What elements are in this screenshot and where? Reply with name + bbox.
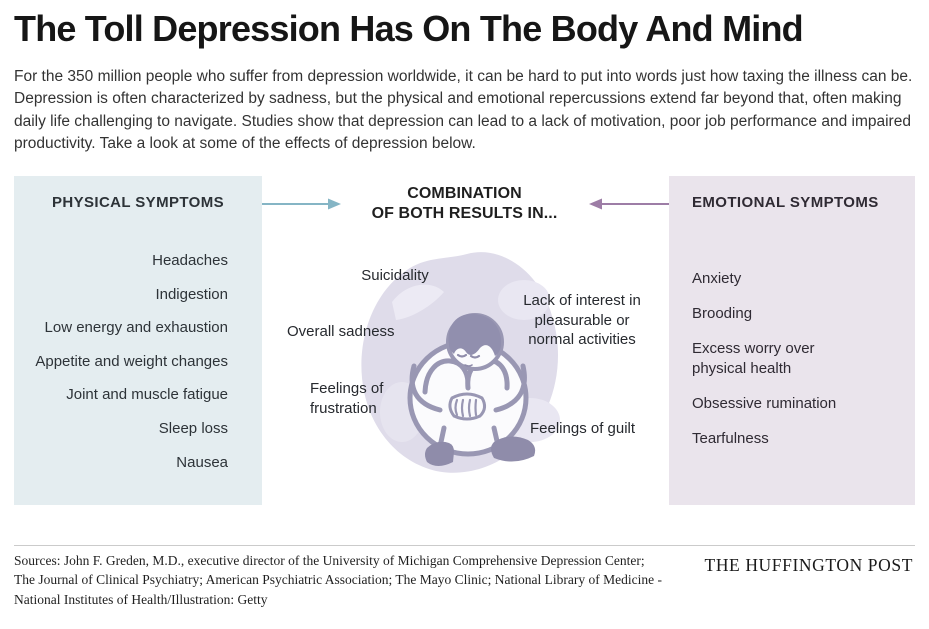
hunched-person-illustration: [361, 252, 560, 473]
physical-symptom-item: Joint and muscle fatigue: [66, 386, 228, 404]
physical-symptom-item: Indigestion: [155, 285, 228, 303]
huffington-post-logo: THE HUFFINGTON POST: [704, 555, 913, 575]
emotional-symptom-item: Excess worry over physical health: [692, 340, 815, 377]
physical-symptom-item: Sleep loss: [158, 419, 228, 437]
emotional-symptoms-header: EMOTIONAL SYMPTOMS: [692, 194, 879, 211]
result-label-lack-of-interest: Lack of interest in pleasurable or norma…: [523, 292, 641, 348]
combination-heading-line2: OF BOTH RESULTS IN...: [371, 204, 558, 222]
emotional-symptom-item: Brooding: [692, 305, 753, 322]
arrow-right-icon: [262, 198, 341, 210]
sources-line: Sources: John F. Greden, M.D., executive…: [14, 553, 645, 568]
result-label-overall-sadness: Overall sadness: [287, 323, 395, 340]
arrow-left-icon: [589, 198, 669, 210]
combination-heading: COMBINATION OF BOTH RESULTS IN...: [341, 184, 588, 223]
page-title: The Toll Depression Has On The Body And …: [14, 8, 804, 49]
combination-heading-line1: COMBINATION: [407, 185, 522, 202]
emotional-symptom-item: Anxiety: [692, 270, 742, 287]
emotional-symptom-item: Obsessive rumination: [692, 395, 837, 412]
physical-symptom-item: Low energy and exhaustion: [44, 319, 228, 337]
footer-divider: [14, 545, 915, 546]
sources-line: The Journal of Clinical Psychiatry; Amer…: [14, 572, 662, 588]
result-label-guilt: Feelings of guilt: [530, 420, 636, 437]
physical-symptom-item: Nausea: [176, 453, 228, 471]
result-label-frustration: Feelings of frustration: [310, 380, 384, 417]
intro-paragraph: For the 350 million people who suffer fr…: [14, 68, 913, 152]
emotional-symptom-item: Tearfulness: [692, 430, 769, 447]
sources-line: National Institutes of Health/Illustrati…: [14, 591, 268, 607]
physical-symptom-item: Headaches: [152, 252, 228, 269]
sources-text: Sources: John F. Greden, M.D., executive…: [14, 551, 694, 609]
physical-symptom-item: Appetite and weight changes: [35, 352, 228, 370]
physical-symptoms-header: PHYSICAL SYMPTOMS: [51, 194, 225, 211]
result-label-suicidality: Suicidality: [361, 267, 429, 284]
